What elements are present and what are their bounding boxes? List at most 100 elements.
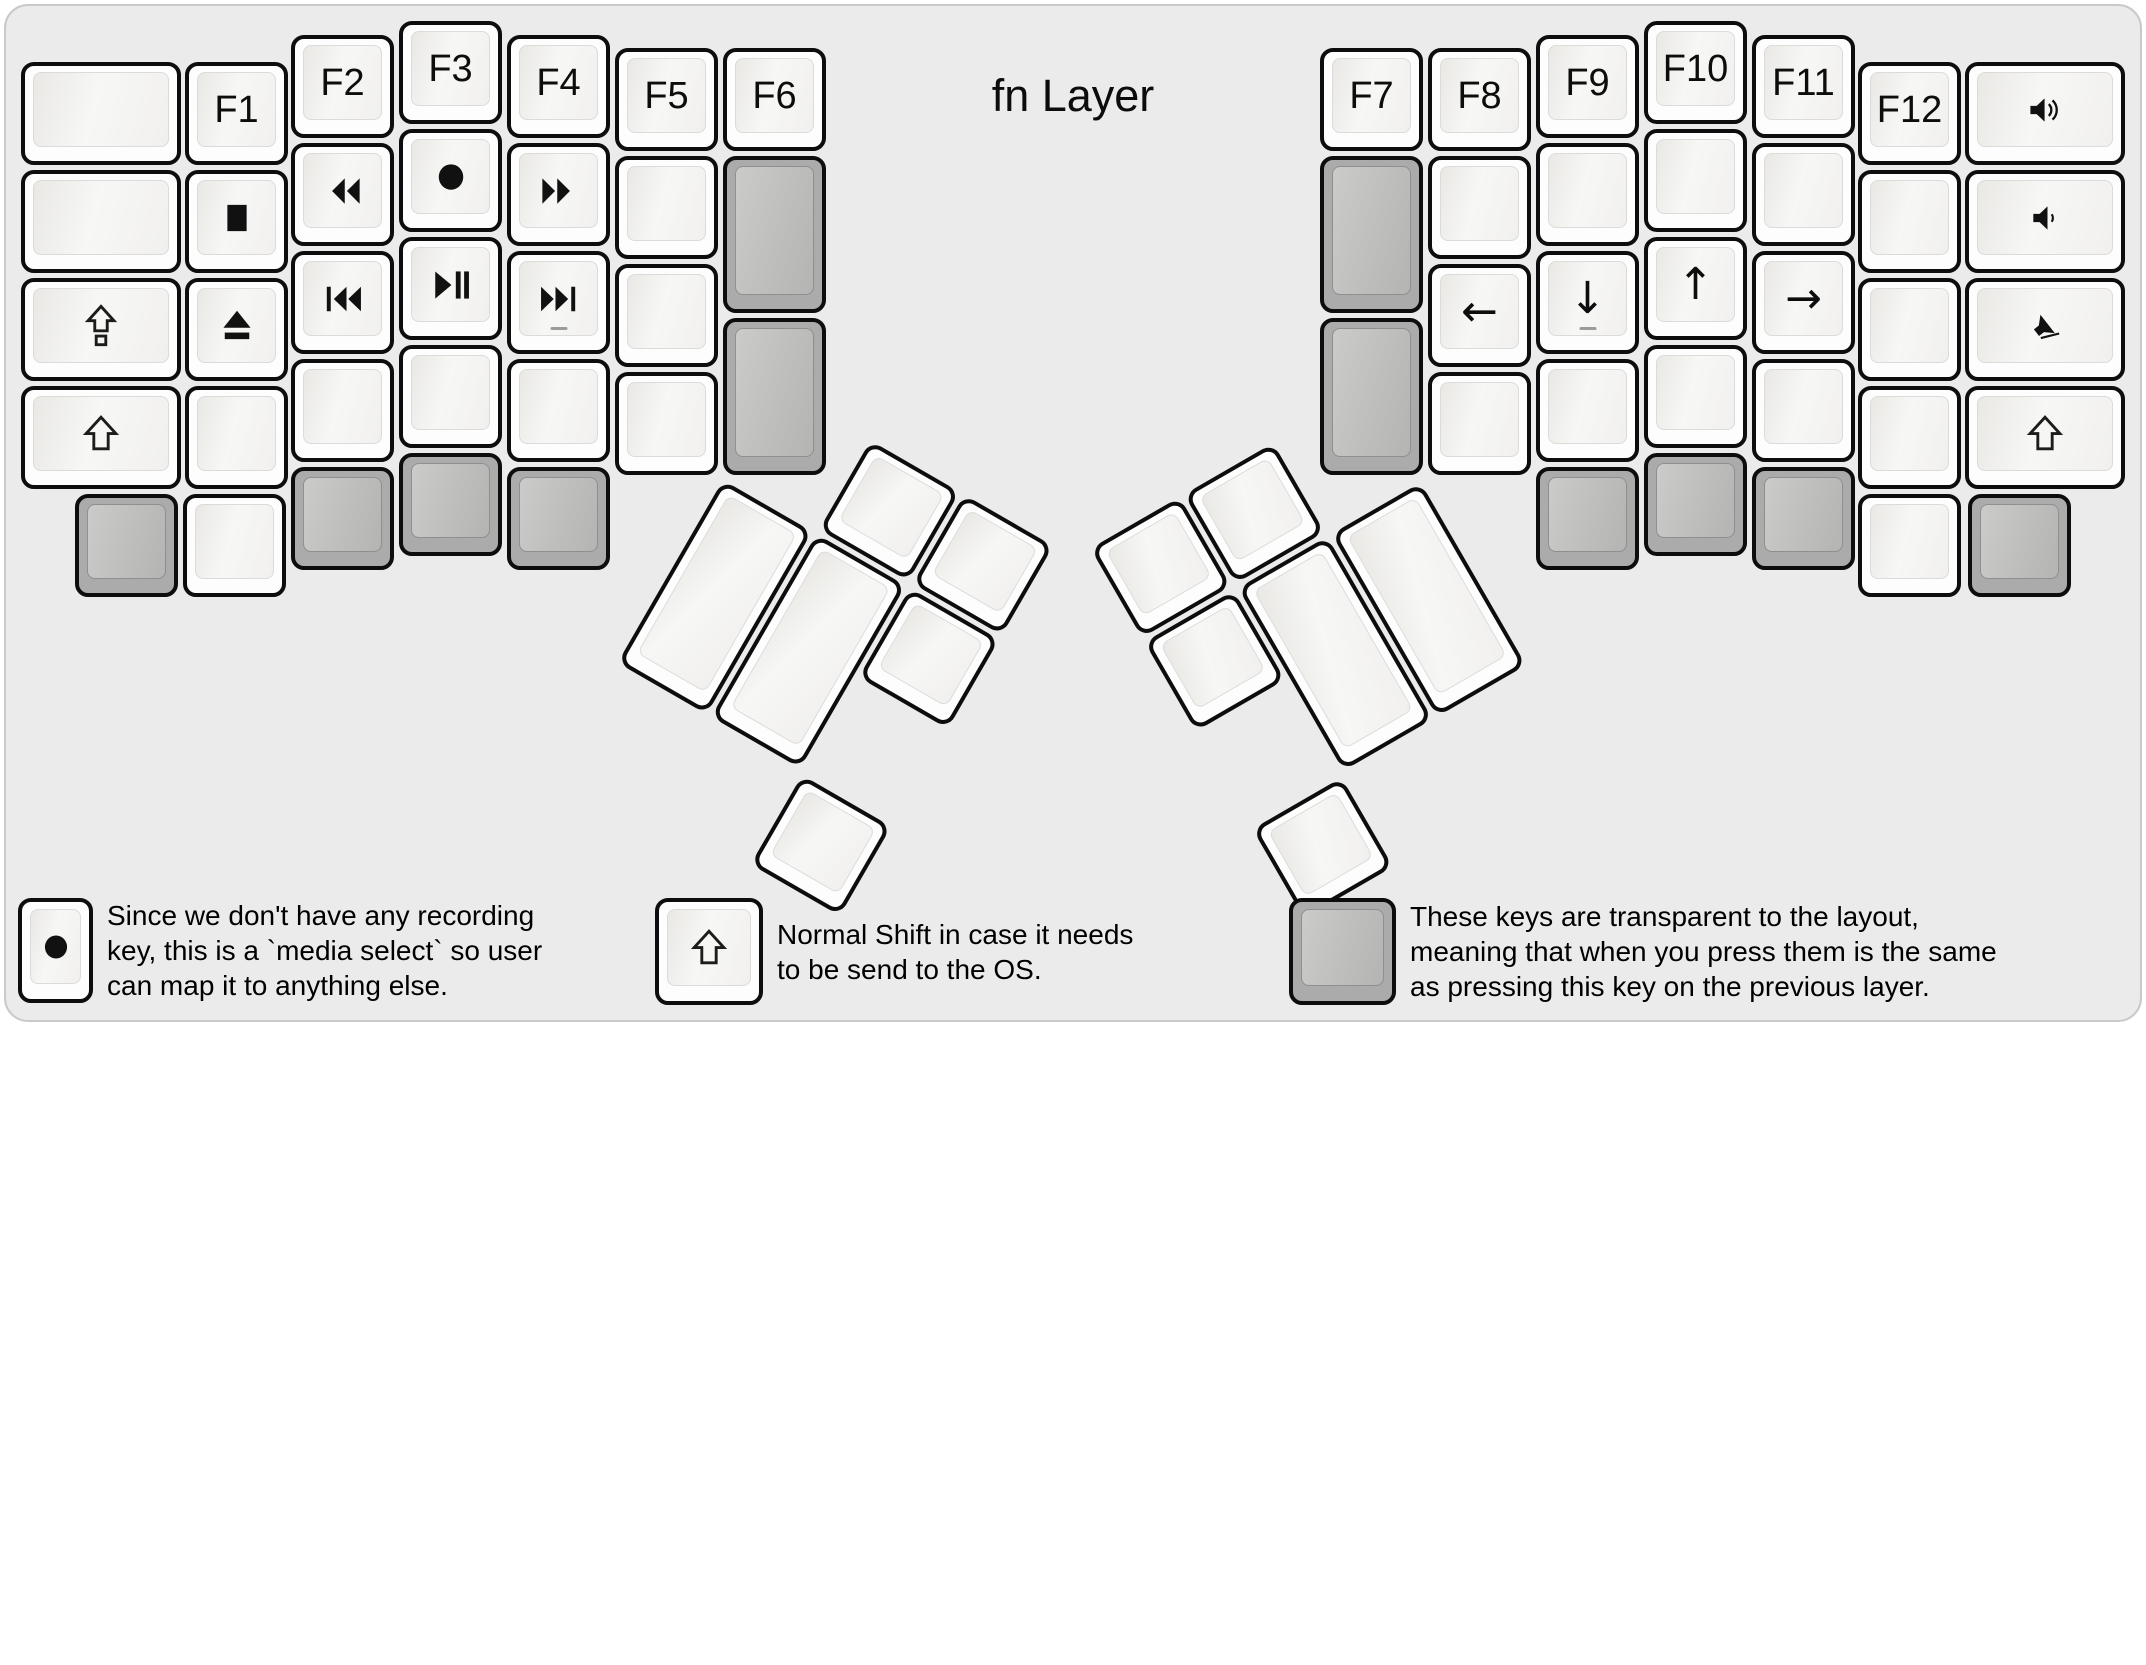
key-blank-l6[interactable] [507,359,610,462]
keycap [197,288,276,363]
key-arrow-down[interactable]: ↓ [1536,251,1639,354]
key-blank-l8[interactable] [615,264,718,367]
key-volume-up[interactable] [1965,62,2125,165]
key-transparent-r1[interactable] [1320,156,1423,313]
legend-sample-key-shift [655,898,763,1005]
key-transparent-r2[interactable] [1320,318,1423,475]
key-label: ← [1461,285,1498,337]
key-f9[interactable]: F9 [1536,35,1639,138]
key-blank-r5[interactable] [1644,129,1747,232]
key-f8[interactable]: F8 [1428,48,1531,151]
legend-item-shift: Normal Shift in case it needs to be send… [655,898,1133,1005]
key-f4[interactable]: F4 [507,35,610,138]
keycap [735,328,814,457]
key-blank-r10[interactable] [1858,278,1961,381]
keycap: ← [1440,274,1519,349]
key-transparent-l5[interactable] [399,453,502,556]
keycap [1548,153,1627,228]
legend-sample-key-record [18,898,93,1003]
key-mute[interactable] [1965,278,2125,381]
keycap [1199,457,1306,563]
key-blank-r1[interactable] [1428,156,1531,259]
key-transparent-r4[interactable] [1644,453,1747,556]
key-record[interactable] [399,129,502,232]
key-blank-r8[interactable] [1752,359,1855,462]
key-blank-r7[interactable] [1752,143,1855,246]
key-transparent-l3[interactable] [75,494,178,597]
key-label: F5 [644,74,689,117]
key-caps-lock[interactable] [21,278,181,381]
key-blank-l7[interactable] [615,156,718,259]
keycap [303,153,382,228]
key-label: F12 [1876,88,1943,131]
key-blank-r12[interactable] [1858,494,1961,597]
key-blank-l4[interactable] [291,359,394,462]
key-rewind[interactable] [291,143,394,246]
key-arrow-up[interactable]: ↑ [1644,237,1747,340]
keycap: F3 [411,31,490,106]
eject-icon [216,305,258,347]
key-f1[interactable]: F1 [185,62,288,165]
keycap [1656,355,1735,430]
record-icon [430,156,472,198]
key-f2[interactable]: F2 [291,35,394,138]
keycap [30,909,81,984]
mute-icon [2025,306,2065,346]
key-label: F7 [1349,74,1394,117]
keycap [33,72,169,147]
key-blank-l10[interactable] [183,494,286,597]
keycap [931,509,1038,614]
key-transparent-r5[interactable] [1752,467,1855,570]
keycap [1764,477,1843,552]
key-prev-track[interactable] [291,251,394,354]
key-transparent-l4[interactable] [291,467,394,570]
key-blank-l5[interactable] [399,345,502,448]
key-blank-r2[interactable] [1428,372,1531,475]
key-f12[interactable]: F12 [1858,62,1961,165]
key-transparent-r6[interactable] [1968,494,2071,597]
key-transparent-l6[interactable] [507,467,610,570]
key-f6[interactable]: F6 [723,48,826,151]
key-shift-right[interactable] [1965,386,2125,489]
key-blank-r3[interactable] [1536,143,1639,246]
keycap: F5 [627,58,706,133]
key-arrow-right[interactable]: → [1752,251,1855,354]
key-blank-l9[interactable] [615,372,718,475]
legend-text: Since we don't have any recording key, t… [107,900,543,1001]
key-blank-l1[interactable] [21,62,181,165]
legend-item-transparent: These keys are transparent to the layout… [1289,898,1997,1005]
key-transparent-r3[interactable] [1536,467,1639,570]
key-f5[interactable]: F5 [615,48,718,151]
key-f10[interactable]: F10 [1644,21,1747,124]
key-blank-l2[interactable] [21,170,181,273]
keycap [303,477,382,552]
key-stop[interactable] [185,170,288,273]
key-blank-l3[interactable] [185,386,288,489]
keycap: F11 [1764,45,1843,120]
key-eject[interactable] [185,278,288,381]
key-fast-forward[interactable] [507,143,610,246]
keycap [33,288,169,363]
key-blank-r11[interactable] [1858,386,1961,489]
keycap [1656,463,1735,538]
key-volume-down[interactable] [1965,170,2125,273]
key-f7[interactable]: F7 [1320,48,1423,151]
key-blank-r4[interactable] [1536,359,1639,462]
key-next-track[interactable] [507,251,610,354]
key-label: F2 [320,61,365,104]
key-shift-left[interactable] [21,386,181,489]
key-transparent-l2[interactable] [723,318,826,475]
key-play-pause[interactable] [399,237,502,340]
key-thumb-l6[interactable] [750,775,892,916]
key-f3[interactable]: F3 [399,21,502,124]
key-arrow-left[interactable]: ← [1428,264,1531,367]
keycap [411,139,490,214]
keycap [627,274,706,349]
key-blank-r6[interactable] [1644,345,1747,448]
legend-text: These keys are transparent to the layout… [1410,901,1997,1002]
key-f11[interactable]: F11 [1752,35,1855,138]
key-transparent-l1[interactable] [723,156,826,313]
key-blank-r9[interactable] [1858,170,1961,273]
